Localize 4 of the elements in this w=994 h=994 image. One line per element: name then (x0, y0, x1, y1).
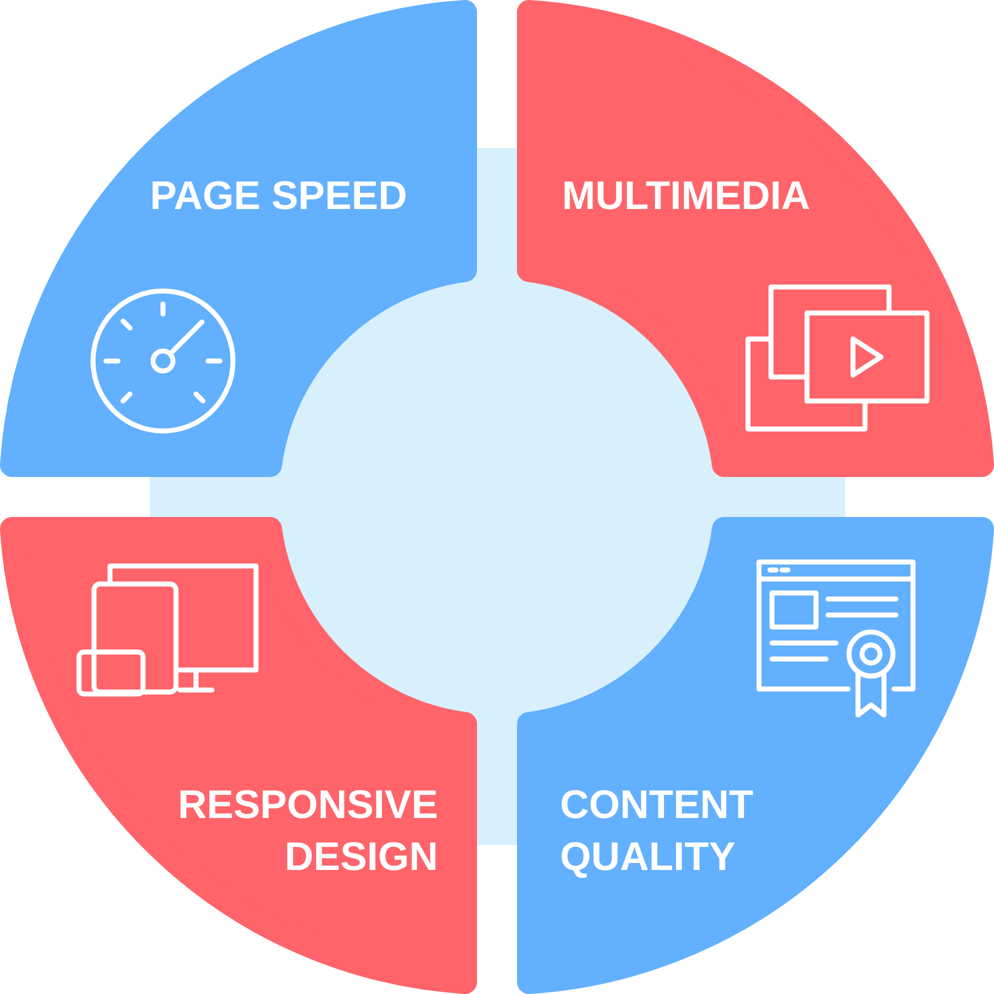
segment-label: MULTIMEDIA (562, 173, 812, 220)
segment-label: PAGE SPEED (150, 173, 408, 220)
segment-label: RESPONSIVE DESIGN (176, 782, 438, 881)
segment-label: CONTENT QUALITY (560, 782, 754, 881)
